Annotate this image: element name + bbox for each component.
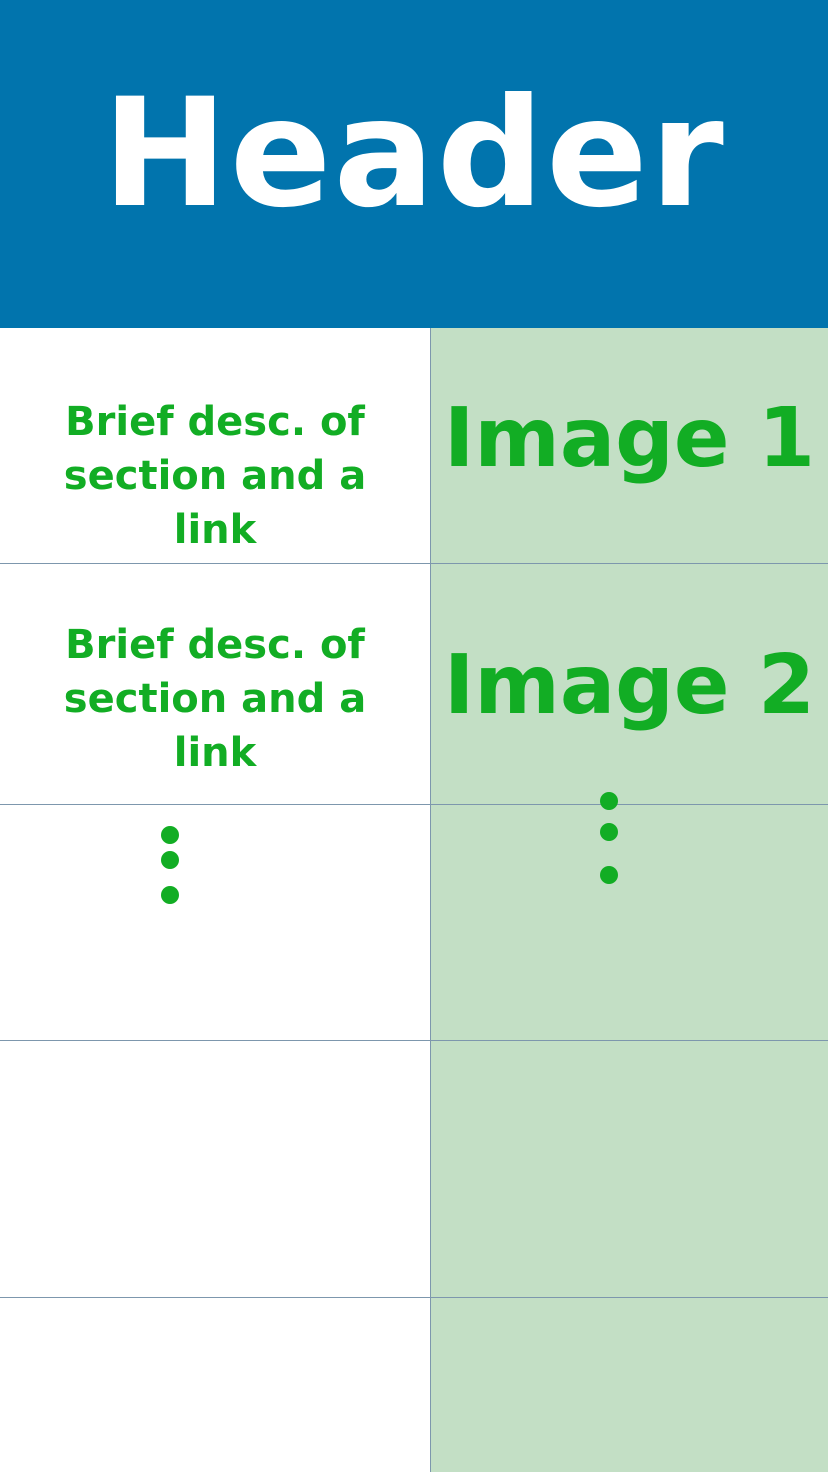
row-divider (0, 1040, 828, 1041)
image-placeholder: Image 2 (443, 638, 816, 733)
row-divider (0, 563, 828, 564)
image-column (431, 328, 828, 1472)
ellipsis-dot (161, 851, 179, 869)
ellipsis-dot (161, 886, 179, 904)
row-divider (0, 804, 828, 805)
column-divider (430, 328, 431, 1472)
section-description-link[interactable]: Brief desc. of section and a link (63, 399, 367, 553)
image-placeholder: Image 1 (443, 391, 816, 486)
ellipsis-dot (161, 826, 179, 844)
ellipsis-dot (600, 823, 618, 841)
section-description-link[interactable]: Brief desc. of section and a link (63, 622, 367, 776)
ellipsis-dot (600, 792, 618, 810)
header-banner: Header (0, 0, 828, 328)
header-title: Header (102, 67, 726, 241)
ellipsis-dot (600, 866, 618, 884)
row-divider (0, 1297, 828, 1298)
